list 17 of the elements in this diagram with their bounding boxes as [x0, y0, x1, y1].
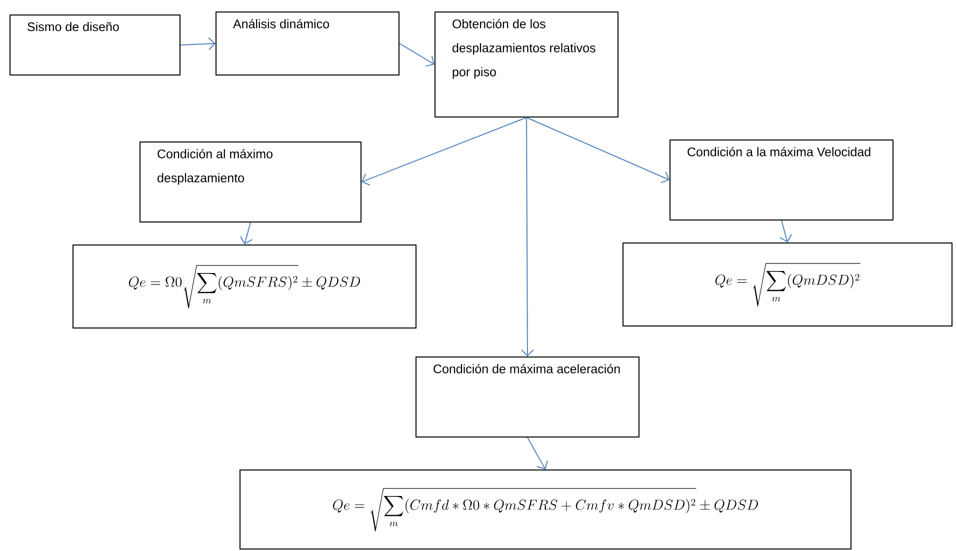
- formula-box: $Qe = \sqrt{\sum_{m} (QmDSD)^{2}}$: [622, 242, 952, 326]
- arrow: [240, 222, 253, 244]
- formula-box: $Qe = \sqrt{\sum_{m} (Cmfd * \Omega 0 * QmSFRS + Cmfv * QmDSD)^{2}} \pm QDSD$: [240, 469, 852, 550]
- process-box: Análisis dinámico: [216, 12, 400, 76]
- arrow: [779, 220, 792, 242]
- process-box: Obtención de los desplazamientos relativos por piso: [434, 12, 618, 118]
- arrow: [180, 37, 216, 50]
- process-box: Condición a la máxima Velocidad: [670, 140, 894, 220]
- process-box: Condición al máximo desplazamiento: [140, 142, 362, 222]
- process-box: Condición de máxima aceleración: [416, 356, 640, 438]
- arrow: [362, 117, 527, 186]
- arrow: [526, 117, 670, 184]
- arrow: [520, 117, 534, 356]
- arrow: [527, 436, 548, 470]
- process-box: Sismo de diseño: [10, 14, 180, 76]
- formula-box: $Qe = \Omega 0 \sqrt{\sum_{m} (QmSFRS)^{2}} \pm QDSD$: [72, 244, 416, 328]
- arrow: [399, 43, 434, 67]
